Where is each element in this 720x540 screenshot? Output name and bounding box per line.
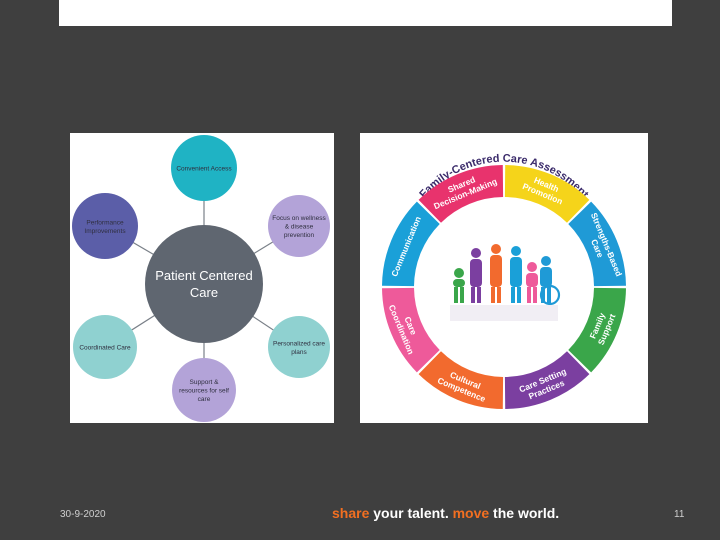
- person-body: [526, 273, 538, 287]
- person-leg: [454, 287, 458, 303]
- person-leg: [497, 287, 501, 303]
- slogan-share: share: [332, 505, 370, 521]
- person-leg: [541, 287, 545, 303]
- person-leg: [547, 287, 551, 303]
- person-leg: [533, 287, 537, 303]
- person-body: [490, 255, 502, 287]
- pcc-node-label: Support &: [190, 379, 220, 386]
- pcc-node-label: Convenient Access: [176, 166, 232, 173]
- title-bar: [59, 0, 672, 26]
- person-leg: [471, 287, 475, 303]
- fcc-segment: [504, 351, 590, 409]
- pcc-node-label: plans: [291, 349, 307, 356]
- pcc-hub-label: Patient Centered: [155, 268, 253, 283]
- fcc-inner-circle: [416, 199, 592, 375]
- slogan-world: the world.: [489, 505, 560, 521]
- person-head: [527, 262, 537, 272]
- pcc-node-circle: [172, 358, 236, 422]
- person-body: [453, 279, 465, 287]
- pcc-node-circle: [268, 195, 330, 257]
- person-leg: [517, 287, 521, 303]
- person-leg: [477, 287, 481, 303]
- slogan-talent: your talent.: [369, 505, 453, 521]
- fcc-svg: Family-Centered Care Assessment SharedDe…: [382, 153, 626, 409]
- slogan-move: move: [452, 505, 490, 521]
- pcc-node-circle: [268, 316, 330, 378]
- person-body: [540, 267, 552, 287]
- person-body: [470, 259, 482, 287]
- person-head: [471, 248, 481, 258]
- person-leg: [491, 287, 495, 303]
- figures-reflection: [450, 305, 558, 321]
- fcc-segment: [418, 165, 504, 223]
- family-figures-illustration: [450, 244, 561, 321]
- pcc-node-label: Personalized care: [273, 340, 325, 347]
- footer-date: 30-9-2020: [60, 509, 106, 520]
- pcc-node-label: Focus on wellness: [272, 215, 326, 222]
- pcc-node-circle: [72, 193, 138, 259]
- person-leg: [527, 287, 531, 303]
- person-leg: [460, 287, 464, 303]
- person-head: [541, 256, 551, 266]
- pcc-node-circle: [73, 315, 137, 379]
- pcc-node-circle: [171, 135, 237, 201]
- person-body: [510, 257, 522, 287]
- pcc-node-label: Improvements: [84, 228, 126, 235]
- pcc-node-label: care: [198, 396, 211, 403]
- pcc-node-label: & disease: [285, 224, 314, 231]
- fcc-segment: [418, 351, 504, 409]
- fcc-segment: [568, 201, 626, 287]
- fcc-segment: [504, 165, 590, 223]
- footer-slogan: share your talent. move the world.: [332, 505, 559, 521]
- pcc-hub-circle: [145, 225, 263, 343]
- fcc-segment: [568, 287, 626, 373]
- pcc-node-label: resources for self: [179, 388, 229, 395]
- fcc-segment: [382, 287, 440, 373]
- pcc-node-label: Performance: [86, 219, 124, 226]
- wheelchair-wheel: [539, 284, 561, 306]
- person-leg: [511, 287, 515, 303]
- pcc-node-label: Coordinated Care: [79, 345, 131, 352]
- page-number: 11: [674, 509, 685, 520]
- fcc-segment: [382, 201, 440, 287]
- pcc-node-label: prevention: [284, 232, 315, 239]
- person-head: [454, 268, 464, 278]
- person-head: [491, 244, 501, 254]
- pcc-hub-label: Care: [190, 285, 218, 300]
- person-head: [511, 246, 521, 256]
